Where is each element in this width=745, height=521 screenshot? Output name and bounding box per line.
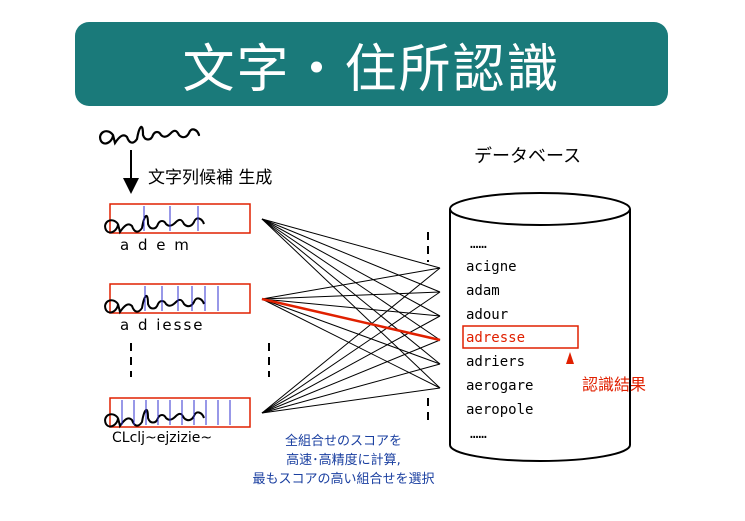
caption-line-1: 全組合せのスコアを <box>284 434 402 449</box>
db-item: aeropole <box>466 402 534 418</box>
caption-line-2: 高速･高精度に計算, <box>286 453 401 468</box>
caption-line-3: 最もスコアの高い組合せを選択 <box>252 472 435 487</box>
candidate-text-3: CLclj~ejzizie~ <box>112 430 213 446</box>
candidate-box-1 <box>104 203 251 235</box>
best-match-line <box>261 297 441 342</box>
db-item: acigne <box>466 259 517 275</box>
database-cylinder <box>449 192 631 462</box>
db-item: adam <box>466 283 500 299</box>
candidate-text-2: a d iesse <box>120 316 205 334</box>
db-item: aerogare <box>466 378 534 394</box>
candidate-box-2 <box>104 283 251 315</box>
step-label: 文字列候補 生成 <box>148 168 273 188</box>
title-banner: 文字・住所認識 <box>75 22 668 106</box>
page-title: 文字・住所認識 <box>182 39 561 100</box>
selected-item-box <box>462 325 579 349</box>
db-item-ellipsis-top: …… <box>470 236 487 252</box>
candidate-box-3 <box>104 397 251 429</box>
database-label: データベース <box>474 146 582 167</box>
connection-lines <box>261 218 441 414</box>
db-item: adriers <box>466 354 526 370</box>
db-item-ellipsis-bottom: …… <box>470 426 487 442</box>
result-label: 認識結果 <box>582 375 647 394</box>
handwriting-sample <box>99 125 201 146</box>
candidate-text-1: a d e m <box>120 236 191 254</box>
result-arrow <box>566 352 574 364</box>
db-item: adour <box>466 307 509 323</box>
db-item-selected: adresse <box>466 330 526 346</box>
caption: 全組合せのスコアを 高速･高精度に計算, 最もスコアの高い組合せを選択 <box>226 432 461 489</box>
